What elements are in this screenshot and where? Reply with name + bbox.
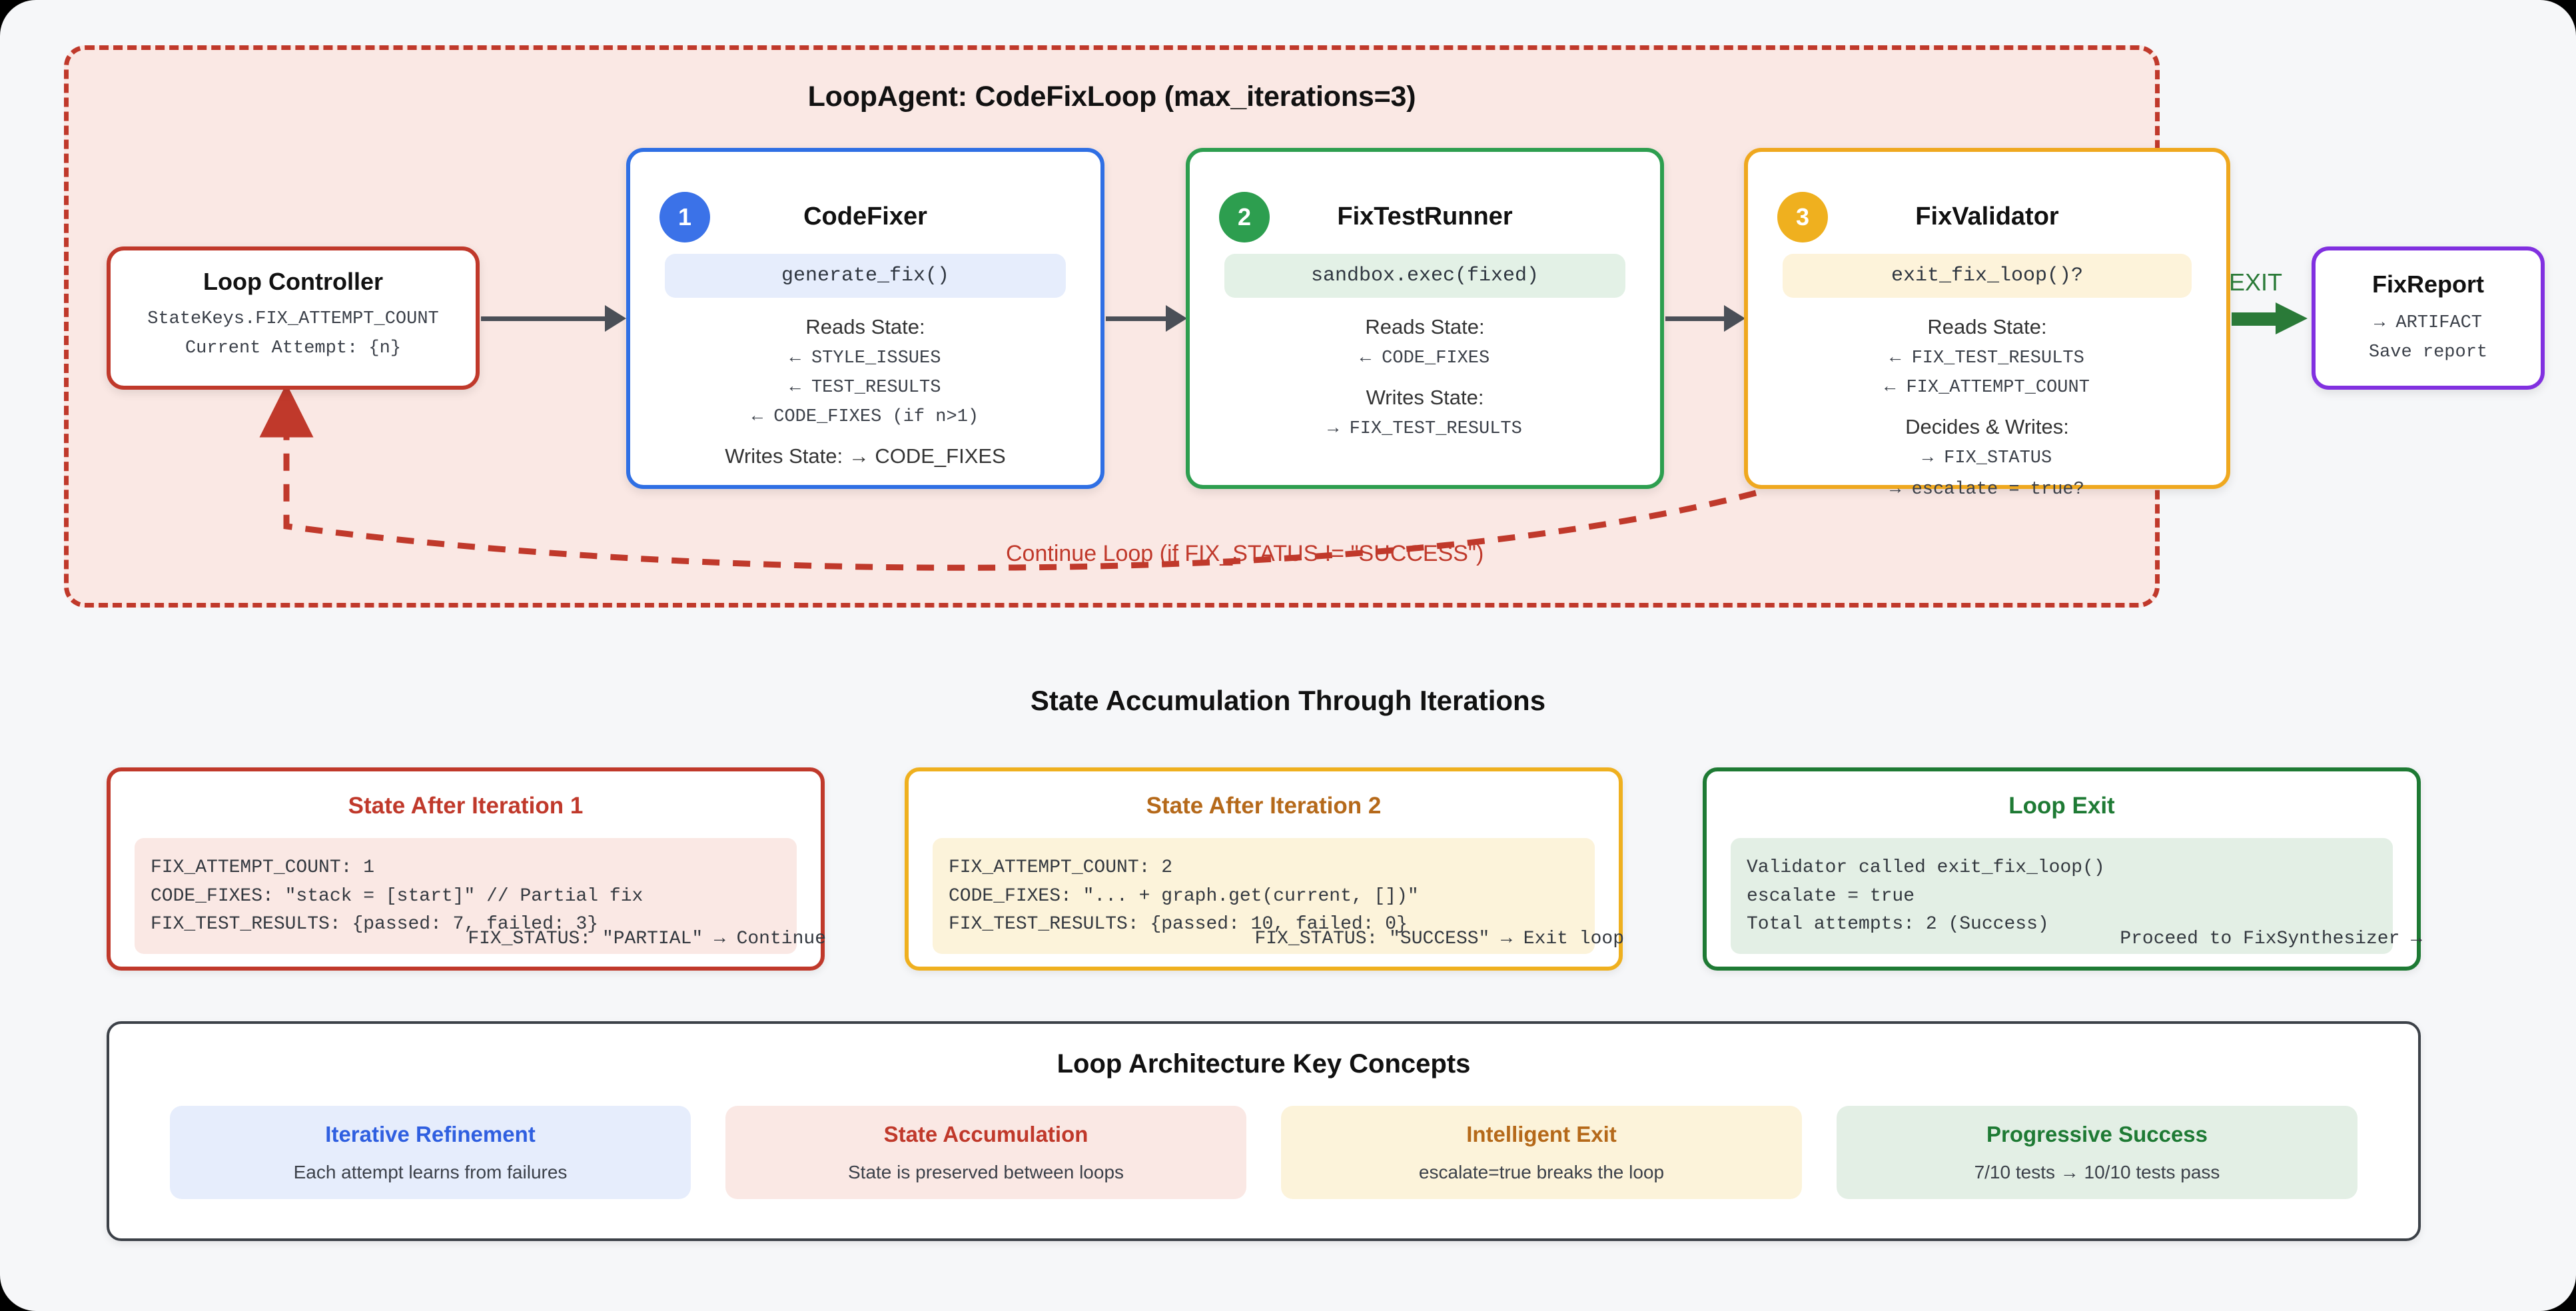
continue-loop-label: Continue Loop (if FIX_STATUS != "SUCCESS… [1006, 541, 1484, 566]
fixvalidator-read-1: ← FIX_ATTEMPT_COUNT [1885, 378, 2090, 398]
state-card-3-body: Validator called exit_fix_loop() escalat… [1731, 838, 2393, 954]
fixvalidator-escalate-line: → escalate = true? [1890, 480, 2084, 500]
fixvalidator-node[interactable]: 3 FixValidator exit_fix_loop()? Reads St… [1744, 148, 2230, 489]
codefixer-code-chip: generate_fix() [665, 254, 1066, 298]
concept-1-title: State Accumulation [883, 1122, 1088, 1146]
fixreport-node[interactable]: FixReport → ARTIFACT Save report [2312, 246, 2545, 390]
connector-shaft [481, 316, 606, 321]
concept-0-title: Iterative Refinement [325, 1122, 536, 1146]
connector-codefixer-to-testrunner [1106, 305, 1187, 332]
fixreport-save: Save report [2368, 342, 2488, 362]
concept-3-title: Progressive Success [1986, 1122, 2208, 1146]
step-badge-1: 1 [659, 192, 710, 242]
codefixer-writes-head: Writes State: → CODE_FIXES [725, 444, 1006, 468]
state-card-2-line-1: CODE_FIXES: "... + graph.get(current, []… [949, 885, 1419, 907]
concept-2-desc: escalate=true breaks the loop [1418, 1162, 1665, 1182]
fixvalidator-code-chip: exit_fix_loop()? [1783, 254, 2192, 298]
state-card-3-line-2: Total attempts: 2 (Success) [1747, 914, 2049, 935]
loop-controller-node[interactable]: Loop Controller StateKeys.FIX_ATTEMPT_CO… [107, 246, 480, 390]
exit-arrow-icon [2232, 302, 2312, 334]
fixtestrunner-writes-head: Writes State: [1366, 386, 1484, 409]
fixtestrunner-write-0: → FIX_TEST_RESULTS [1328, 419, 1522, 439]
state-card-1-line-0: FIX_ATTEMPT_COUNT: 1 [151, 857, 375, 878]
state-card-3-line-1: escalate = true [1747, 885, 1915, 907]
state-section-heading: State Accumulation Through Iterations [1030, 685, 1546, 716]
codefixer-node[interactable]: 1 CodeFixer generate_fix() Reads State: … [626, 148, 1104, 489]
fixreport-artifact: → ARTIFACT [2373, 313, 2483, 333]
fixvalidator-read-0: ← FIX_TEST_RESULTS [1890, 348, 2084, 368]
state-card-iteration-1[interactable]: State After Iteration 1 FIX_ATTEMPT_COUN… [107, 767, 826, 971]
state-card-2-footer: FIX_STATUS: "SUCCESS" → Exit loop [1254, 929, 1625, 949]
concept-card-intelligent-exit[interactable]: Intelligent Exit escalate=true breaks th… [1281, 1106, 1802, 1199]
concept-3-desc: 7/10 tests → 10/10 tests pass [1974, 1162, 2220, 1182]
connector-testrunner-to-validator [1665, 305, 1745, 332]
concept-0-desc: Each attempt learns from failures [293, 1162, 568, 1182]
state-card-3-title: Loop Exit [2008, 793, 2115, 819]
key-concepts-row: Iterative Refinement Each attempt learns… [109, 1106, 2418, 1199]
exit-label: EXIT [2229, 268, 2283, 296]
state-card-2-line-2: FIX_TEST_RESULTS: {passed: 10, failed: 0… [949, 914, 1408, 935]
fixtestrunner-node[interactable]: 2 FixTestRunner sandbox.exec(fixed) Read… [1186, 148, 1664, 489]
state-card-2-title: State After Iteration 2 [1146, 793, 1382, 819]
state-card-1-title: State After Iteration 1 [348, 793, 584, 819]
fixvalidator-writes-head: Decides & Writes: [1905, 415, 2069, 438]
connector-shaft [1106, 316, 1167, 321]
arrowhead-icon [1724, 305, 1745, 332]
connector-controller-to-codefixer [481, 305, 626, 332]
concept-2-title: Intelligent Exit [1466, 1122, 1617, 1146]
loop-controller-title: Loop Controller [203, 268, 383, 295]
codefixer-read-0: ← STYLE_ISSUES [789, 348, 941, 368]
codefixer-title: CodeFixer [803, 203, 927, 230]
fixtestrunner-title: FixTestRunner [1337, 203, 1513, 230]
concept-card-iterative-refinement[interactable]: Iterative Refinement Each attempt learns… [170, 1106, 691, 1199]
state-card-1-footer: FIX_STATUS: "PARTIAL" → Continue [468, 929, 826, 949]
arrowhead-icon [1166, 305, 1187, 332]
state-card-1-line-1: CODE_FIXES: "stack = [start]" // Partial… [151, 885, 644, 907]
concept-card-state-accumulation[interactable]: State Accumulation State is preserved be… [725, 1106, 1246, 1199]
step-badge-2: 2 [1219, 192, 1270, 242]
key-concepts-title: Loop Architecture Key Concepts [1057, 1049, 1471, 1079]
state-card-iteration-2[interactable]: State After Iteration 2 FIX_ATTEMPT_COUN… [905, 767, 1625, 971]
state-card-3-footer: Proceed to FixSynthesizer → [2120, 929, 2422, 949]
connector-shaft [1665, 316, 1725, 321]
step-badge-3: 3 [1777, 192, 1828, 242]
loop-controller-attempt: Current Attempt: {n} [185, 338, 402, 358]
concept-card-progressive-success[interactable]: Progressive Success 7/10 tests → 10/10 t… [1837, 1106, 2358, 1199]
state-card-loop-exit[interactable]: Loop Exit Validator called exit_fix_loop… [1703, 767, 2422, 971]
fixreport-title: FixReport [2371, 270, 2484, 298]
state-card-3-line-0: Validator called exit_fix_loop() [1747, 857, 2105, 878]
exit-arrowhead-icon [2276, 302, 2308, 334]
arrowhead-icon [605, 305, 626, 332]
exit-arrow-shaft [2232, 312, 2278, 326]
fixtestrunner-code-chip: sandbox.exec(fixed) [1224, 254, 1625, 298]
codefixer-read-1: ← TEST_RESULTS [789, 378, 941, 398]
loop-agent-title: LoopAgent: CodeFixLoop (max_iterations=3… [807, 81, 1416, 113]
fixvalidator-title: FixValidator [1915, 203, 2059, 230]
fixvalidator-reads-head: Reads State: [1927, 315, 2047, 338]
concept-1-desc: State is preserved between loops [847, 1162, 1124, 1182]
state-card-1-line-2: FIX_TEST_RESULTS: {passed: 7, failed: 3} [151, 914, 599, 935]
state-card-2-body: FIX_ATTEMPT_COUNT: 2 CODE_FIXES: "... + … [933, 838, 1595, 954]
fixtestrunner-reads-head: Reads State: [1365, 315, 1485, 338]
codefixer-reads-head: Reads State: [805, 315, 925, 338]
state-card-2-line-0: FIX_ATTEMPT_COUNT: 2 [949, 857, 1173, 878]
loop-controller-statekey: StateKeys.FIX_ATTEMPT_COUNT [147, 309, 439, 329]
codefixer-read-2: ← CODE_FIXES (if n>1) [751, 407, 979, 427]
fixtestrunner-read-0: ← CODE_FIXES [1360, 348, 1490, 368]
state-card-1-body: FIX_ATTEMPT_COUNT: 1 CODE_FIXES: "stack … [135, 838, 797, 954]
key-concepts-panel: Loop Architecture Key Concepts Iterative… [107, 1021, 2421, 1241]
fixvalidator-write-0: → FIX_STATUS [1922, 448, 2052, 468]
